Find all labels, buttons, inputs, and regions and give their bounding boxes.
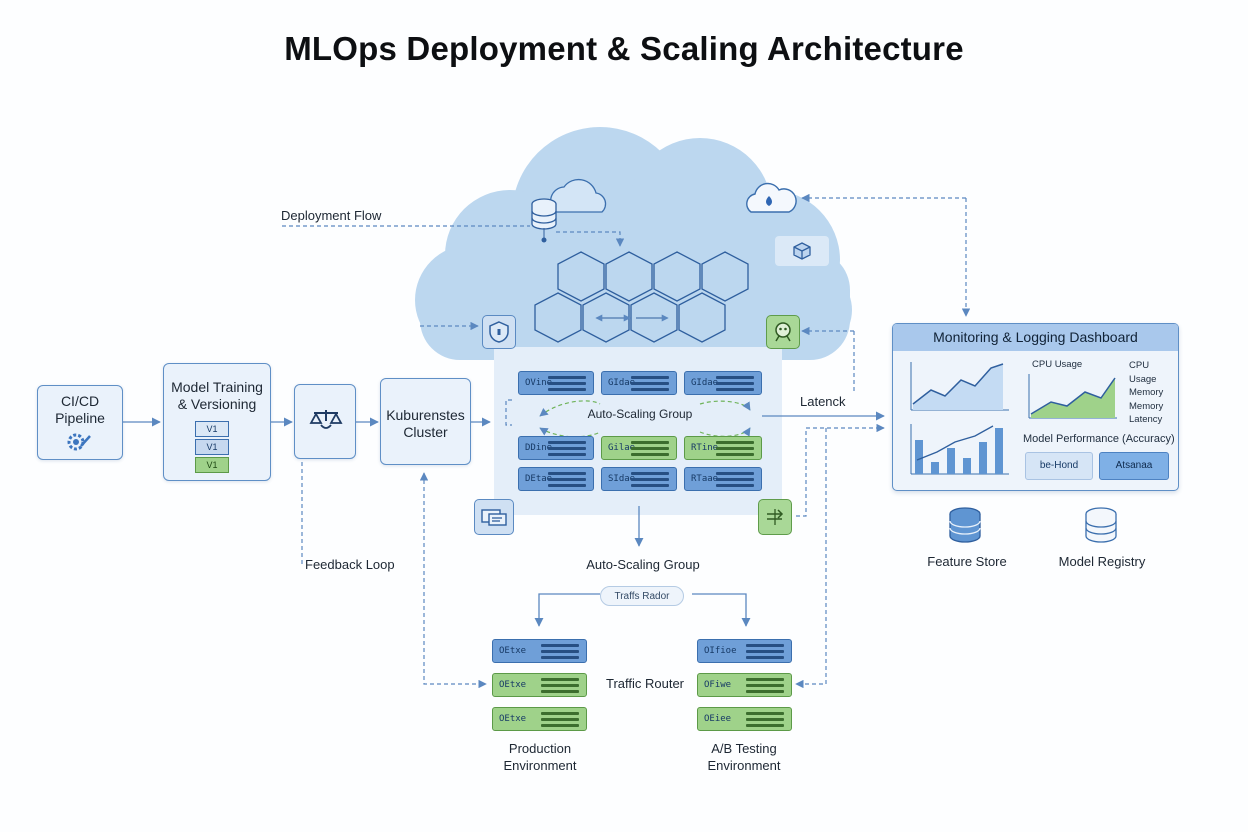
server-label: OVine [525, 378, 553, 388]
server-label: OEiee [704, 714, 732, 724]
autoscaling-server[interactable]: RTine [684, 436, 762, 460]
hexagon-cluster [534, 251, 749, 343]
server-label: GIdae [608, 378, 636, 388]
abtesting-server[interactable]: OFiwe [697, 673, 792, 697]
server-label: OEtxe [499, 714, 527, 724]
autoscaling-group-label: Auto-Scaling Group [586, 557, 700, 572]
autoscaling-server[interactable]: GIdae [601, 371, 677, 395]
production-server[interactable]: OEtxe [492, 707, 587, 731]
server-label: OEtxe [499, 680, 527, 690]
autoscaling-server[interactable]: SIdae [601, 467, 677, 491]
model-registry-icon [1085, 507, 1117, 543]
config-node[interactable] [474, 499, 514, 535]
feedback-loop-label: Feedback Loop [305, 557, 395, 572]
dashboard-title: Monitoring & Logging Dashboard [893, 324, 1178, 351]
server-label: OFiwe [704, 680, 732, 690]
shield-icon [489, 321, 509, 343]
legend-item: Memory [1129, 387, 1164, 398]
security-node[interactable] [482, 315, 516, 349]
page-title: MLOps Deployment & Scaling Architecture [284, 30, 964, 67]
server-label: DEtae [525, 474, 553, 484]
abtesting-environment-label: A/B Testing Environment [707, 741, 781, 773]
area-chart-miniature [1028, 374, 1117, 419]
latency-label: Latenck [800, 394, 846, 409]
robot-icon [775, 322, 791, 342]
server-label: OEtxe [499, 646, 527, 656]
version-layer: V1 [195, 421, 229, 437]
autoscaling-server[interactable]: Gilae [601, 436, 677, 460]
dashboard-legend: CPU Usage Memory Memory Latency [1129, 359, 1178, 427]
validation-node[interactable] [294, 384, 356, 459]
autoscaling-inner-label: Auto-Scaling Group [587, 407, 693, 421]
abtesting-server[interactable]: OEiee [697, 707, 792, 731]
production-environment-label: Production Environment [503, 741, 577, 773]
version-layer: V1 [195, 457, 229, 473]
autoscaling-server[interactable]: DEtae [518, 467, 594, 491]
bar-chart-miniature [910, 424, 1009, 475]
server-label: RTine [691, 443, 719, 453]
database-icon [531, 198, 557, 230]
server-label: GIdae [691, 378, 719, 388]
legend-item: CPU Usage [1129, 360, 1157, 385]
server-label: SIdae [608, 474, 636, 484]
autoscaling-server[interactable]: OVine [518, 371, 594, 395]
training-label: Model Training & Versioning [171, 379, 263, 412]
traffic-router-label: Traffic Router [605, 676, 685, 691]
dashboard-button-2[interactable]: Atsanaa [1099, 452, 1169, 480]
legend-item: Latency [1129, 414, 1163, 425]
balance-scale-icon [309, 410, 343, 429]
model-registry-label: Model Registry [1058, 554, 1146, 569]
server-label: RTaae [691, 474, 719, 484]
server-label: Gilae [608, 443, 636, 453]
cube-icon [793, 242, 811, 260]
storage-node[interactable] [775, 236, 829, 266]
monitoring-dashboard[interactable]: Monitoring & Logging Dashboard CPU Usage… [892, 323, 1179, 491]
dashboard-button-1[interactable]: be-Hond [1025, 452, 1093, 480]
abtesting-server[interactable]: OIfioe [697, 639, 792, 663]
automation-node[interactable] [766, 315, 800, 349]
cards-icon [481, 509, 507, 526]
production-server[interactable]: OEtxe [492, 639, 587, 663]
cloud-lock-icon [746, 182, 797, 213]
routing-node[interactable] [758, 499, 792, 535]
autoscaling-server[interactable]: RTaae [684, 467, 762, 491]
kubernetes-label: Kuburenstes Cluster [386, 407, 465, 440]
cloud-icon [549, 178, 607, 213]
feature-store-icon [949, 507, 981, 543]
server-label: DDine [525, 443, 553, 453]
cloud-lock-node[interactable] [743, 182, 797, 216]
version-layer: V1 [195, 439, 229, 455]
traffic-router-pill[interactable]: Traffs Rador [600, 586, 684, 606]
router-icon [767, 509, 784, 525]
version-stack: V1 V1 V1 [195, 421, 229, 473]
feature-store-label: Feature Store [927, 554, 1007, 569]
cloud-shape [415, 127, 852, 360]
model-training-node[interactable]: Model Training & Versioning V1 V1 V1 [163, 363, 271, 481]
gear-icon [67, 433, 91, 451]
deployment-flow-label: Deployment Flow [281, 208, 382, 223]
autoscaling-server[interactable]: GIdae [684, 371, 762, 395]
production-server[interactable]: OEtxe [492, 673, 587, 697]
cicd-label: CI/CD Pipeline [55, 393, 105, 426]
cicd-pipeline-node[interactable]: CI/CD Pipeline [37, 385, 123, 460]
server-label: OIfioe [704, 646, 737, 656]
line-chart-miniature [910, 362, 1009, 411]
autoscaling-server[interactable]: DDine [518, 436, 594, 460]
cpu-usage-title: CPU Usage [1032, 359, 1083, 370]
model-performance-label: Model Performance (Accuracy) [1023, 433, 1175, 445]
kubernetes-cluster-node[interactable]: Kuburenstes Cluster [380, 378, 471, 465]
legend-item: Memory [1129, 400, 1164, 412]
